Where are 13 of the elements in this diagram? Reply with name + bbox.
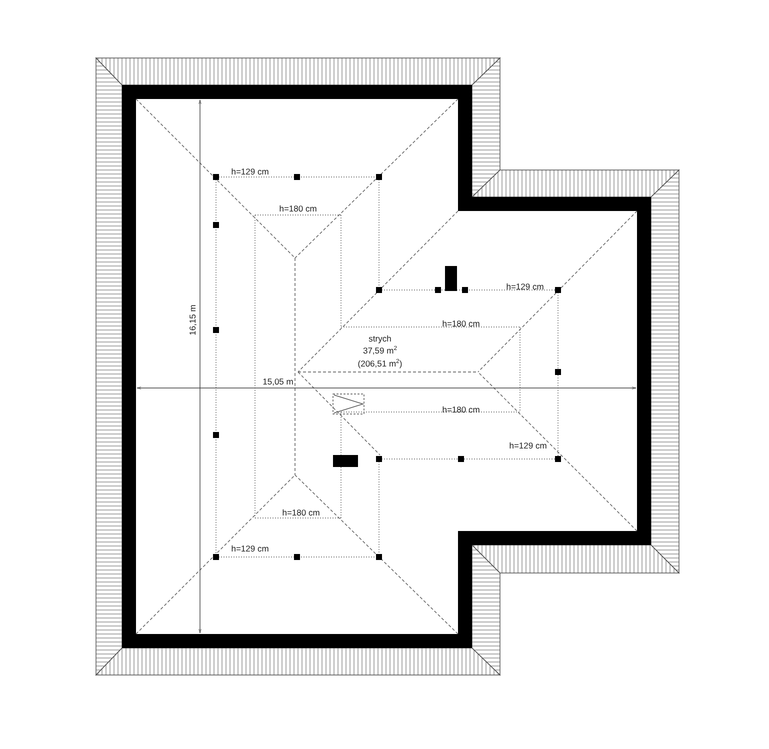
dimension-label: 15,05 m — [262, 377, 294, 387]
room-name: strych — [368, 334, 392, 344]
height-label: h=129 cm — [506, 282, 544, 292]
height-label: h=180 cm — [279, 204, 317, 214]
height-label: h=129 cm — [509, 441, 547, 451]
height-label: h=129 cm — [231, 544, 269, 554]
height-label: h=180 cm — [442, 319, 480, 329]
height-label: h=129 cm — [231, 167, 269, 177]
height-label: h=180 cm — [282, 508, 320, 518]
height-label: h=180 cm — [442, 405, 480, 415]
dimension-label: 16,15 m — [188, 304, 198, 336]
area-label: (206,51 m$^{2}$) — [358, 358, 402, 370]
area-label: 37,59 m$^{2}$ — [362, 346, 398, 356]
